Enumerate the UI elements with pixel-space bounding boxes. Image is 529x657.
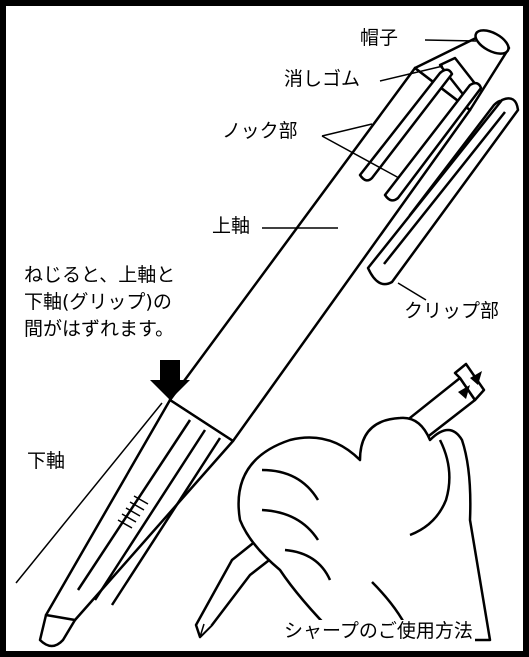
label-knock: ノック部: [222, 120, 298, 142]
grip-refill-2: [93, 429, 207, 601]
note-line-2: 下軸(グリップ)の: [24, 291, 172, 313]
small-arrows-icon: [458, 371, 482, 399]
cap-top: [474, 29, 510, 55]
lower-barrel-bracket: [15, 402, 163, 584]
note-line-3: 間がはずれます。: [24, 318, 175, 340]
small-pen-tip: [199, 623, 213, 638]
small-pen-cap: [453, 362, 486, 402]
label-cap: 帽子: [360, 27, 399, 49]
upper-barrel: [168, 66, 472, 443]
grip-refill-3: [110, 437, 222, 606]
label-clip: クリップ部: [404, 300, 500, 322]
hand-thumb: [409, 439, 451, 537]
hand-palm: [237, 416, 492, 642]
clip-inner: [383, 111, 506, 265]
pen-tip: [38, 613, 77, 648]
hand-finger-1: [261, 468, 320, 501]
label-upper-barrel: 上軸: [212, 215, 251, 237]
twist-instruction-note: ねじると、上軸と 下軸(グリップ)の 間がはずれます。: [24, 262, 284, 343]
label-usage: シャープのご使用方法: [282, 620, 475, 644]
hand-illustration: [194, 362, 492, 642]
twist-arrow-icon: [150, 360, 190, 400]
grip-spring: [117, 495, 149, 529]
hand-finger-3: [284, 548, 332, 581]
label-eraser: 消しゴム: [284, 68, 361, 90]
knock-lever-1: [358, 68, 454, 182]
note-line-1: ねじると、上軸と: [24, 264, 176, 286]
label-lower-barrel: 下軸: [27, 450, 66, 472]
main-pen: [15, 29, 520, 648]
leader-lines: [262, 39, 477, 301]
knock-lever-2: [383, 81, 483, 202]
hand-finger-2: [261, 508, 320, 541]
